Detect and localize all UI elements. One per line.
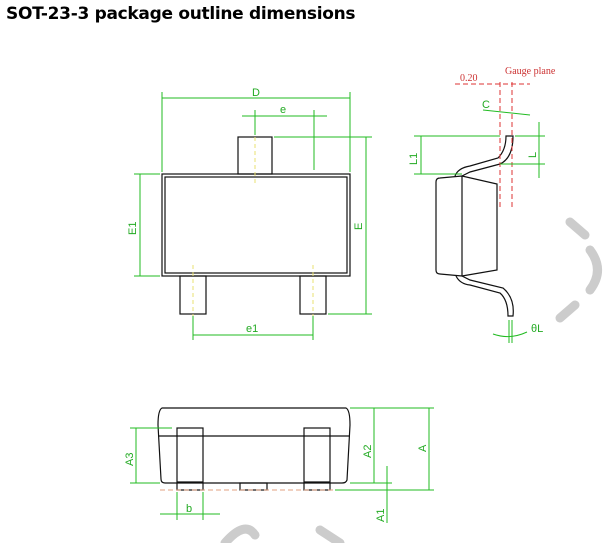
dim-D-label: D [252, 87, 260, 99]
dim-E1-label: E1 [127, 222, 139, 235]
top-view: D e E1 E e1 [127, 87, 372, 340]
page-title: SOT-23-3 package outline dimensions [6, 4, 356, 24]
dim-A1-label: A1 [375, 509, 387, 522]
side-view: 0.20 Gauge plane C L1 L θL [408, 66, 556, 343]
watermark [220, 217, 602, 543]
gauge-plane-label: Gauge plane [505, 66, 556, 77]
dim-A-label: A [417, 444, 429, 452]
front-view: A3 A2 A A1 b [124, 407, 434, 523]
gauge-value-label: 0.20 [460, 73, 478, 84]
dim-L-label: L [527, 152, 539, 158]
dim-A3-label: A3 [124, 453, 136, 466]
dim-E-label: E [353, 223, 365, 230]
dim-L1-label: L1 [408, 153, 420, 165]
dim-C-label: C [482, 99, 490, 111]
dim-e1-label: e1 [246, 323, 258, 335]
dim-b-label: b [186, 503, 192, 515]
dim-e-label: e [280, 104, 286, 116]
dim-thetaL-label: θL [531, 323, 543, 335]
dim-A2-label: A2 [362, 445, 374, 458]
